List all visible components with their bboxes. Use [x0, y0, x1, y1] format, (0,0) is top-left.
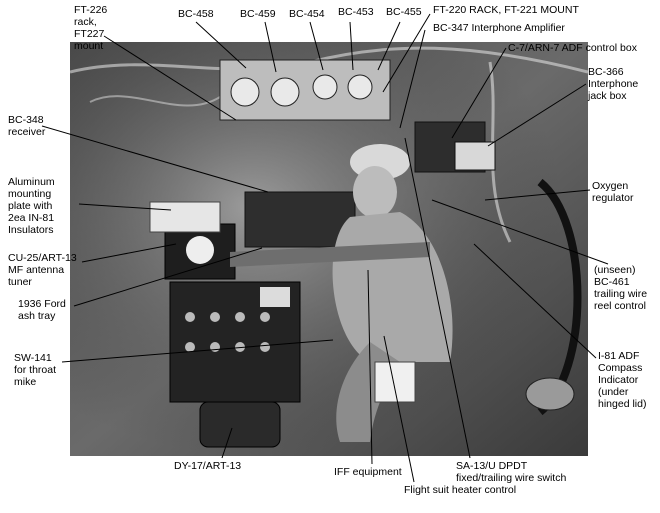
- label-c7arn7: C-7/ARN-7 ADF control box: [508, 42, 637, 54]
- leader-line-bc459: [264, 21, 277, 73]
- label-sw141: SW-141 for throat mike: [14, 352, 57, 388]
- label-cu25: CU-25/ART-13 MF antenna tuner: [8, 252, 77, 288]
- label-bc455: BC-455: [386, 6, 422, 18]
- label-iff: IFF equipment: [334, 466, 402, 478]
- leader-line-ft220: [382, 13, 431, 93]
- leader-line-bc348: [41, 125, 269, 193]
- leader-line-ford: [73, 247, 263, 307]
- label-ft226: FT-226 rack, FT227 mount: [74, 4, 108, 52]
- leader-line-aluminum: [78, 203, 172, 211]
- leader-line-sa13: [404, 137, 471, 459]
- radio-operator-station-photo: [70, 42, 588, 456]
- label-oxygen: Oxygen regulator: [592, 180, 634, 204]
- label-dy17: DY-17/ART-13: [174, 460, 242, 472]
- leader-line-oxygen: [484, 189, 591, 201]
- leader-line-iff: [367, 269, 373, 465]
- leader-line-cu25: [81, 243, 177, 263]
- leader-line-ft226: [103, 35, 237, 121]
- leader-line-bc458: [195, 21, 247, 69]
- label-aluminum: Aluminum mounting plate with 2ea IN-81 I…: [8, 176, 55, 236]
- leader-line-bc347: [399, 29, 426, 129]
- label-bc366: BC-366 Interphone jack box: [588, 66, 639, 102]
- label-bc454: BC-454: [289, 8, 325, 20]
- leader-line-bc454: [309, 21, 324, 71]
- label-sa13: SA-13/U DPDT fixed/trailing wire switch: [456, 460, 567, 484]
- leader-line-bc453: [349, 21, 354, 71]
- label-ft220: FT-220 RACK, FT-221 MOUNT: [433, 4, 579, 16]
- label-bc461: (unseen) BC-461 trailing wire reel contr…: [594, 264, 648, 312]
- leader-line-i81: [473, 243, 597, 359]
- label-i81: I-81 ADF Compass Indicator (under hinged…: [598, 350, 647, 410]
- label-heater: Flight suit heater control: [404, 484, 517, 496]
- label-bc459: BC-459: [240, 8, 276, 20]
- label-bc458: BC-458: [178, 8, 214, 20]
- leader-line-c7arn7: [451, 47, 507, 139]
- label-bc453: BC-453: [338, 6, 374, 18]
- leader-line-bc461: [431, 199, 609, 265]
- leader-line-bc455: [377, 21, 401, 71]
- leader-line-sw141: [61, 339, 334, 363]
- leader-line-heater: [383, 335, 415, 483]
- leader-line-dy17: [221, 427, 233, 459]
- label-bc347: BC-347 Interphone Amplifier: [433, 22, 565, 34]
- leader-line-bc366: [487, 83, 587, 147]
- label-bc348: BC-348 receiver: [8, 114, 46, 138]
- label-ford: 1936 Ford ash tray: [18, 298, 66, 322]
